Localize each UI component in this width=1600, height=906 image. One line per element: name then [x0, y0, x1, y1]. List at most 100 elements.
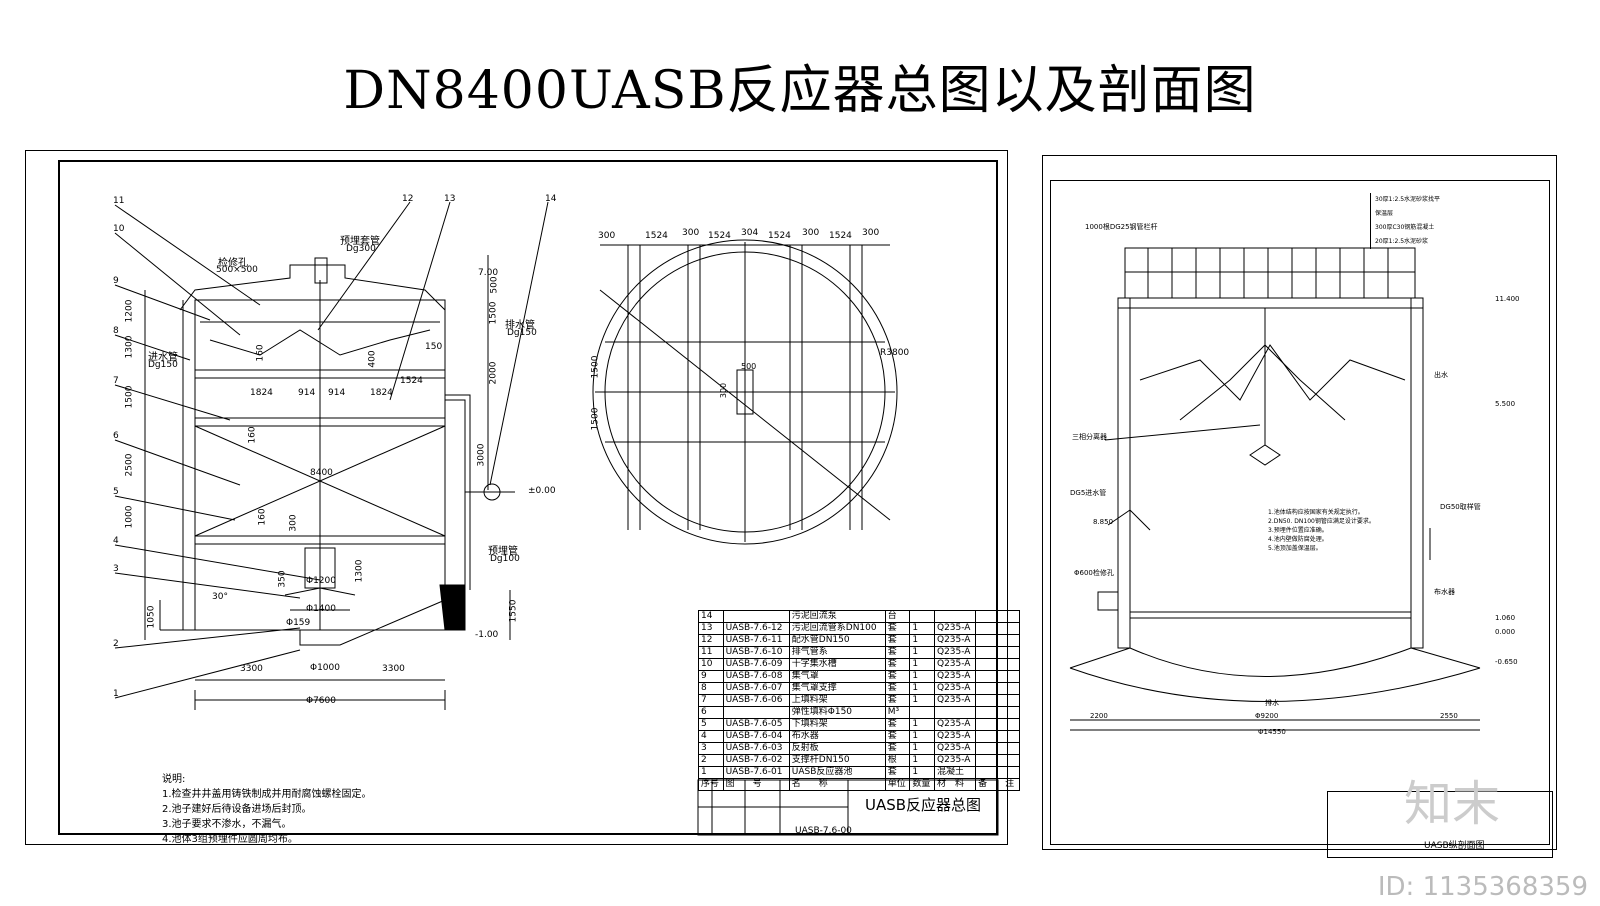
sec-elev-mid: 5.500	[1495, 400, 1516, 408]
sec-water-out: 出水	[1434, 371, 1448, 379]
callout-8: 8	[113, 326, 119, 336]
sec-inspect: Φ600检修孔	[1074, 569, 1114, 577]
notes-item-2: 2.池子建好后待设备进场后封顶。	[162, 804, 312, 815]
dim-1824b: 1824	[370, 388, 393, 398]
plan-dim-2: 300	[682, 228, 700, 238]
label-d1400: Φ1400	[306, 604, 336, 614]
label-inspection-port: 检修孔	[218, 258, 248, 269]
plan-center-dim-0: 500	[741, 362, 757, 371]
notes-item-4: 4.池体3组预埋件应圆周均布。	[162, 834, 298, 845]
callout-14: 14	[545, 194, 557, 204]
section-sheet-frame	[1042, 155, 1557, 850]
plan-dim-0: 300	[598, 231, 616, 241]
bom-h-qty: 数量	[909, 778, 935, 791]
plan-dim-7: 1524	[829, 231, 852, 241]
plan-dim-3: 1524	[708, 231, 731, 241]
sec-rnote-4: 20厚1:2.5水泥砂浆	[1375, 238, 1429, 245]
label-embedded-pipe: 预埋套管	[340, 236, 380, 247]
callout-7: 7	[113, 376, 119, 386]
label-outlet-pipe: 排水管	[505, 320, 535, 331]
bom-cell-mat: Q235-A	[933, 694, 977, 707]
label-inlet-pipe: 进水管	[148, 352, 178, 363]
sec-note-4: 4.池内壁做防腐处理。	[1268, 536, 1328, 543]
sec-note-5: 5.池顶加盖保温层。	[1268, 545, 1322, 552]
sec-right-notes: 30厚1:2.5水泥砂浆找平 保温层 300厚C30钢筋混凝土 20厚1:2.5…	[1370, 193, 1440, 249]
sec-inlet: DG5进水管	[1070, 489, 1107, 497]
sec-w-mid: Φ9200	[1255, 712, 1279, 720]
sec-w-total: Φ14550	[1258, 728, 1286, 736]
bom-header-row: 序号 图 号 名 称 单位 数量 材 料 备 注	[698, 778, 1020, 791]
sec-note-2: 2.DN50. DN100钢管应满足设计要求。	[1268, 518, 1375, 525]
dim-914a: 914	[298, 388, 316, 398]
sec-note-3: 3.预埋件位置应准确。	[1268, 527, 1328, 534]
notes-heading: 说明:	[162, 774, 186, 785]
callout-4: 4	[113, 536, 119, 546]
title-block-code: UASB-7.6-00	[795, 826, 852, 836]
label-embedded-dg2: Dg100	[490, 554, 520, 564]
sec-w-right: 2550	[1440, 712, 1458, 720]
sec-sample: DG50取样管	[1440, 503, 1481, 511]
section-title-block-name: UASB纵剖面图	[1424, 841, 1485, 851]
sec-drain: 排水	[1265, 699, 1279, 707]
sec-elev-1060: 1.060	[1495, 614, 1516, 622]
dim-8400: 8400	[310, 468, 333, 478]
label-d159: Φ159	[286, 618, 311, 628]
label-d1200: Φ1200	[306, 576, 336, 586]
label-inspection-size: 500×500	[216, 265, 258, 275]
label-d1000: Φ1000	[310, 663, 340, 673]
label-inlet-dg: Dg150	[148, 360, 178, 370]
notes-item-3: 3.池子要求不渗水，不漏气。	[162, 819, 292, 830]
main-sheet-inner-frame	[58, 160, 998, 835]
callout-11: 11	[113, 196, 125, 206]
elev-7: 7.00	[478, 268, 499, 278]
sec-w-left: 2200	[1090, 712, 1108, 720]
sec-elev-neg: -0.650	[1495, 658, 1518, 666]
plan-radius: R3800	[880, 348, 910, 358]
section-title-block	[1327, 791, 1553, 858]
watermark-id: ID: 1135368359	[1377, 872, 1588, 902]
section-sheet-inner-frame	[1050, 180, 1550, 845]
elev-neg: -1.00	[475, 630, 499, 640]
bom-h-name: 名 称	[788, 778, 886, 791]
sec-rnote-1: 30厚1:2.5水泥砂浆找平	[1375, 196, 1441, 203]
callout-9: 9	[113, 276, 119, 286]
sec-distributor: 布水器	[1434, 588, 1455, 596]
main-sheet-frame	[25, 150, 1008, 845]
callout-6: 6	[113, 431, 119, 441]
plan-dim-4: 304	[741, 228, 759, 238]
callout-10: 10	[113, 224, 125, 234]
plan-dim-8: 300	[862, 228, 880, 238]
sec-elev-top: 11.400	[1495, 295, 1520, 303]
plan-dim-1: 1524	[645, 231, 668, 241]
sec-elev-0: 0.000	[1495, 628, 1516, 636]
sec-top-pipe: 1000根DG25钢管栏杆	[1085, 223, 1158, 231]
bom-h-code: 图 号	[722, 778, 790, 791]
notes-block: 说明: 1.检查井井盖用铸铁制成并用耐腐蚀螺栓固定。 2.池子建好后待设备进场后…	[162, 772, 372, 847]
label-outlet-dg: Dg150	[507, 328, 537, 338]
sec-separator: 三相分离器	[1072, 433, 1107, 441]
callout-13: 13	[444, 194, 456, 204]
sec-rnote-3: 300厚C30钢筋混凝土	[1375, 224, 1435, 231]
dim-914b: 914	[328, 388, 346, 398]
sec-note-1: 1.池体结构应按国家有关规定执行。	[1268, 509, 1364, 516]
callout-5: 5	[113, 487, 119, 497]
bom-h-no: 序号	[698, 778, 724, 791]
label-embedded-dg: Dg300	[346, 244, 376, 254]
sec-rnote-2: 保温层	[1375, 210, 1394, 217]
label-embedded-pipe2: 预埋管	[488, 546, 518, 557]
plan-circle-outer	[592, 239, 898, 545]
dim-1824a: 1824	[250, 388, 273, 398]
page-title: DN8400UASB反应器总图以及剖面图	[343, 61, 1257, 121]
dim-1524: 1524	[400, 376, 423, 386]
bom-h-mat: 材 料	[933, 778, 977, 791]
callout-12: 12	[402, 194, 414, 204]
